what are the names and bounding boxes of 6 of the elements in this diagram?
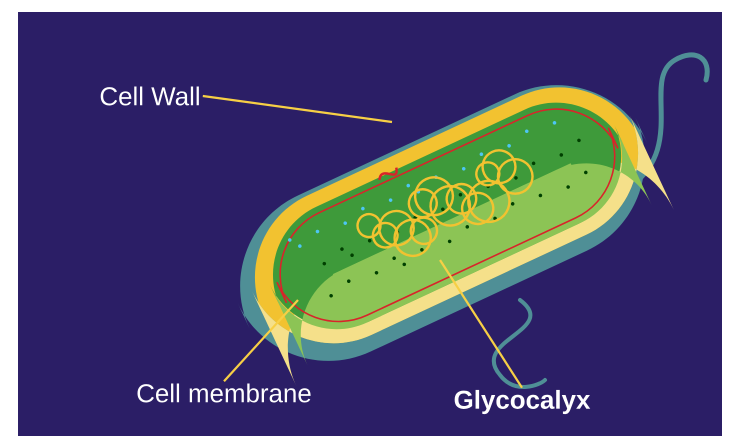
- leader-line: [439, 259, 523, 388]
- leader-line: [202, 94, 392, 124]
- text-label: Cell membrane: [138, 383, 311, 402]
- text-label: Glycocalyx: [454, 390, 590, 414]
- text-label: Cell Wall: [100, 86, 199, 106]
- leader-line: [223, 299, 299, 382]
